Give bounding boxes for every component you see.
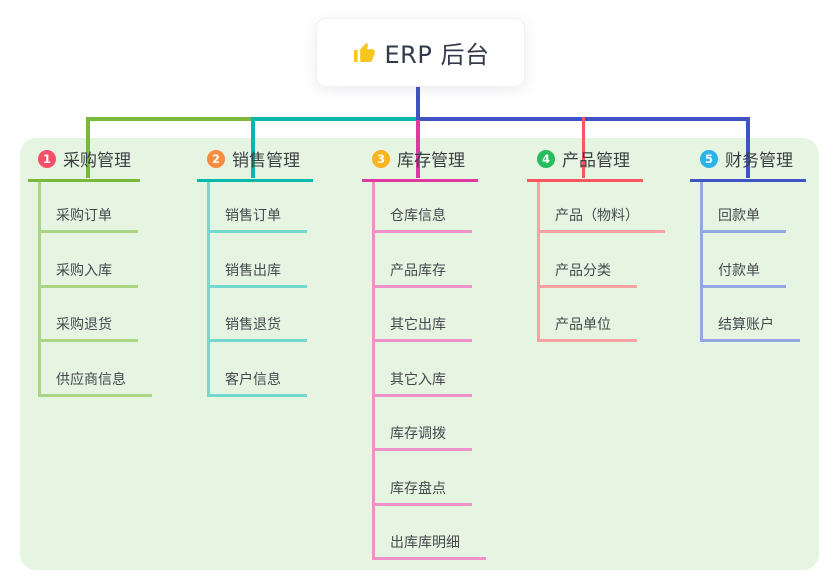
child-node-label: 仓库信息 (375, 205, 472, 233)
connector-branch-1-vertical (86, 117, 90, 178)
child-node-label: 结算账户 (703, 314, 800, 342)
child-node[interactable]: 其它出库 (375, 288, 478, 342)
branch-3-children: 仓库信息 产品库存 其它出库 其它入库 库存调拨 库存盘点 出库库明细 (372, 182, 486, 560)
child-node[interactable]: 采购退货 (41, 288, 140, 342)
branch-4-children: 产品（物料） 产品分类 产品单位 (537, 182, 665, 342)
branch-4-header[interactable]: 4 产品管理 (527, 146, 643, 182)
child-node[interactable]: 库存盘点 (375, 451, 478, 506)
child-node[interactable]: 回款单 (703, 182, 806, 233)
child-node[interactable]: 产品库存 (375, 233, 478, 288)
branch-5-badge: 5 (700, 149, 718, 168)
child-node-label: 产品单位 (540, 314, 637, 342)
child-node-label: 供应商信息 (41, 369, 152, 397)
branch-2-badge: 2 (207, 149, 225, 168)
branch-1-title: 采购管理 (63, 151, 131, 171)
branch-1-header[interactable]: 1 采购管理 (28, 146, 140, 182)
connector-branch-2-horizontal (251, 117, 419, 121)
connector-branch-5-vertical (746, 117, 750, 178)
branch-3-badge: 3 (372, 149, 390, 168)
child-node[interactable]: 付款单 (703, 233, 806, 288)
thumbs-up-icon (353, 42, 375, 62)
child-node-label: 销售出库 (210, 260, 307, 288)
child-node[interactable]: 产品单位 (540, 288, 643, 342)
child-node-label: 销售退货 (210, 314, 307, 342)
child-node-label: 采购退货 (41, 314, 138, 342)
child-node[interactable]: 销售订单 (210, 182, 313, 233)
branch-2-title: 销售管理 (232, 151, 300, 171)
child-node[interactable]: 采购订单 (41, 182, 140, 233)
child-node-label: 其它入库 (375, 369, 472, 397)
child-node-label: 采购入库 (41, 260, 138, 288)
child-node[interactable]: 库存调拨 (375, 397, 478, 451)
root-node-label: ERP 后台 (384, 41, 490, 69)
child-node-label: 库存盘点 (375, 478, 472, 506)
root-node-erp[interactable]: ERP 后台 (316, 18, 525, 87)
branch-finance-management: 5 财务管理 回款单 付款单 结算账户 (690, 146, 806, 342)
child-node[interactable]: 出库库明细 (375, 506, 486, 560)
connector-branch-1-horizontal (86, 117, 254, 121)
branch-3-title: 库存管理 (397, 151, 465, 171)
branch-4-badge: 4 (537, 149, 555, 168)
branch-1-children: 采购订单 采购入库 采购退货 供应商信息 (38, 182, 152, 397)
child-node-label: 产品（物料） (540, 205, 665, 233)
child-node[interactable]: 采购入库 (41, 233, 140, 288)
child-node-label: 产品分类 (540, 260, 637, 288)
connector-root (416, 85, 420, 120)
child-node[interactable]: 其它入库 (375, 342, 478, 397)
branch-1-badge: 1 (38, 149, 56, 168)
mindmap-background-panel (20, 138, 819, 570)
branch-4-title: 产品管理 (562, 151, 630, 171)
branch-purchase-management: 1 采购管理 采购订单 采购入库 采购退货 供应商信息 (28, 146, 152, 397)
connector-branch-2-vertical (251, 117, 255, 178)
branch-5-title: 财务管理 (725, 151, 793, 171)
child-node-label: 付款单 (703, 260, 786, 288)
connector-branch-4-vertical (581, 117, 585, 178)
child-node[interactable]: 产品分类 (540, 233, 643, 288)
child-node-label: 回款单 (703, 205, 786, 233)
branch-5-header[interactable]: 5 财务管理 (690, 146, 806, 182)
branch-5-children: 回款单 付款单 结算账户 (700, 182, 806, 342)
child-node-label: 其它出库 (375, 314, 472, 342)
child-node[interactable]: 销售退货 (210, 288, 313, 342)
child-node[interactable]: 客户信息 (210, 342, 313, 397)
child-node-label: 采购订单 (41, 205, 138, 233)
branch-2-children: 销售订单 销售出库 销售退货 客户信息 (207, 182, 313, 397)
branch-2-header[interactable]: 2 销售管理 (197, 146, 313, 182)
branch-3-header[interactable]: 3 库存管理 (362, 146, 478, 182)
child-node[interactable]: 结算账户 (703, 288, 806, 342)
connector-branch-3-vertical (416, 120, 420, 178)
child-node[interactable]: 产品（物料） (540, 182, 665, 233)
child-node-label: 产品库存 (375, 260, 472, 288)
branch-sales-management: 2 销售管理 销售订单 销售出库 销售退货 客户信息 (197, 146, 313, 397)
child-node-label: 客户信息 (210, 369, 307, 397)
child-node[interactable]: 仓库信息 (375, 182, 478, 233)
child-node-label: 库存调拨 (375, 423, 472, 451)
child-node-label: 销售订单 (210, 205, 307, 233)
child-node[interactable]: 供应商信息 (41, 342, 152, 397)
child-node[interactable]: 销售出库 (210, 233, 313, 288)
child-node-label: 出库库明细 (375, 532, 486, 560)
branch-product-management: 4 产品管理 产品（物料） 产品分类 产品单位 (527, 146, 665, 342)
branch-inventory-management: 3 库存管理 仓库信息 产品库存 其它出库 其它入库 库存调拨 库存盘点 出库库… (362, 146, 486, 560)
